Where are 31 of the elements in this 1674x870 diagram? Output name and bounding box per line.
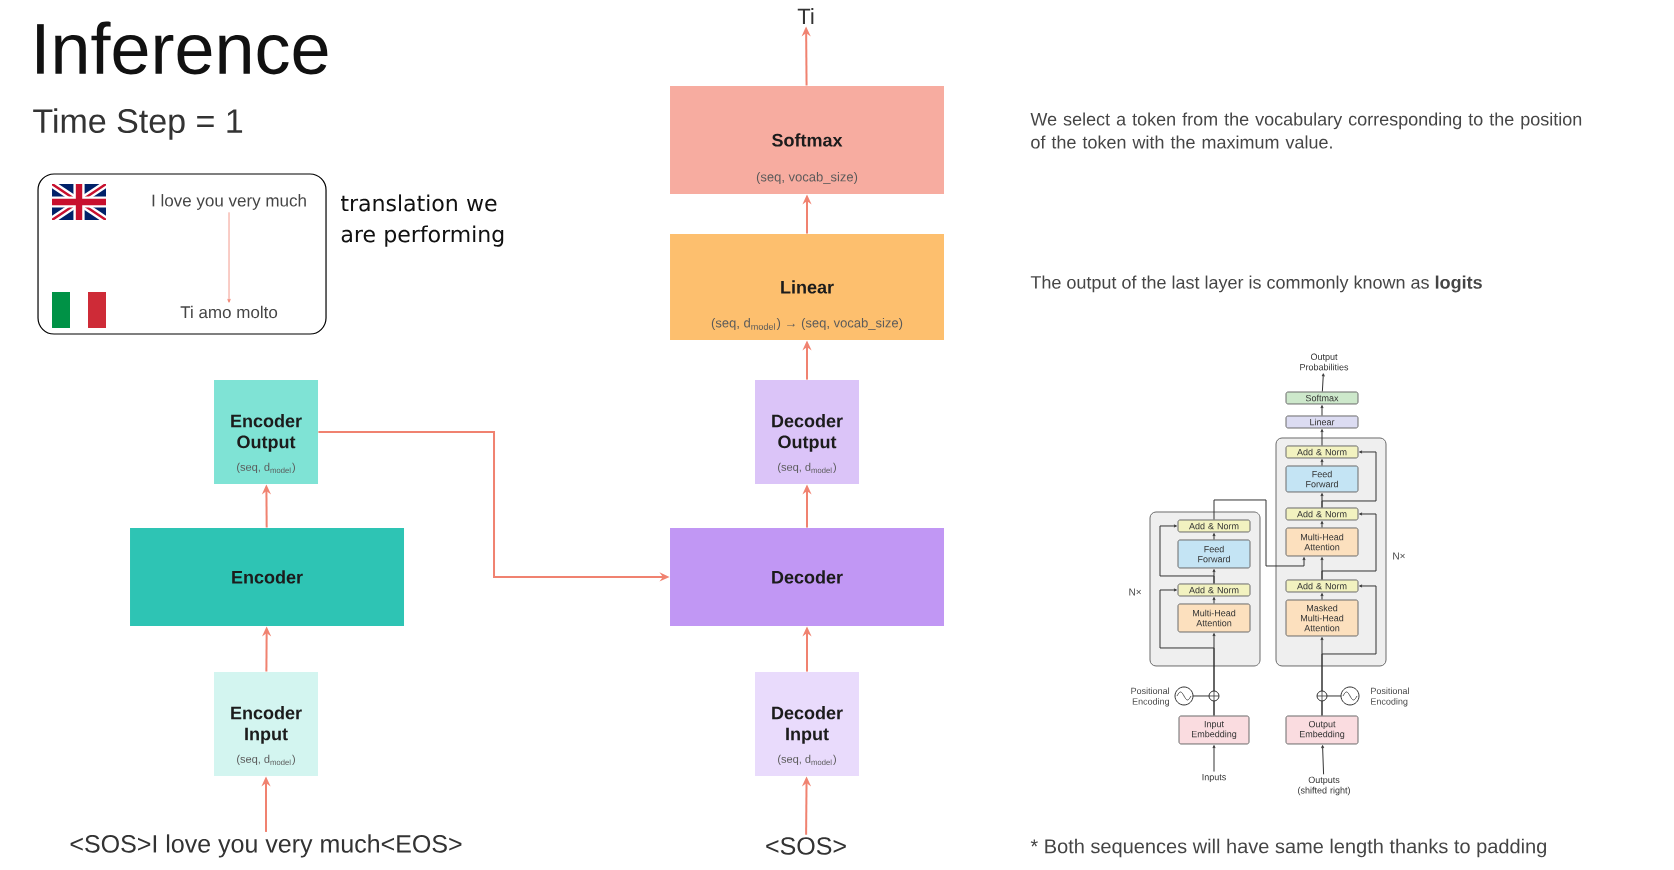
arrow bbox=[1320, 429, 1324, 446]
arrow bbox=[1321, 373, 1325, 392]
input-text: <SOS> bbox=[766, 837, 846, 855]
arrow bbox=[1212, 597, 1216, 604]
note-text: translation we are performing bbox=[341, 194, 504, 247]
arrow bbox=[1159, 524, 1215, 584]
sentence-text: Ti amo molto bbox=[180, 305, 278, 319]
arrow bbox=[1159, 588, 1215, 716]
layer-box: Encoder bbox=[130, 528, 404, 626]
sentence-text: I love you very much bbox=[152, 194, 306, 210]
footnote: * Both sequences will have same length thanks to padding bbox=[1030, 838, 1547, 858]
layer-box: Decoder bbox=[670, 528, 944, 626]
input-text: <SOS>I love you very much<EOS> bbox=[70, 834, 462, 858]
arrow bbox=[1321, 584, 1377, 716]
arrow bbox=[1321, 745, 1325, 775]
arrow bbox=[1320, 405, 1324, 416]
arrow bbox=[1213, 499, 1306, 567]
arrow bbox=[1321, 512, 1377, 580]
arrow bbox=[1321, 450, 1377, 508]
output-token: Ti bbox=[797, 8, 814, 24]
rounded-box bbox=[37, 173, 327, 335]
arrow bbox=[1320, 459, 1324, 466]
note-text: The output of the last layer is commonly known as logits bbox=[1030, 275, 1482, 293]
arrow bbox=[1320, 521, 1324, 528]
title: Inference bbox=[37, 21, 328, 75]
note-text: We select a token from the vocabulary corresponding to the position of the token with the maximum value. bbox=[1030, 112, 1582, 149]
subheading: Time Step = 1 bbox=[33, 108, 243, 140]
arrow bbox=[1212, 533, 1216, 540]
arrow bbox=[1320, 593, 1324, 600]
arrow bbox=[1212, 745, 1216, 773]
arrow bbox=[227, 211, 231, 303]
